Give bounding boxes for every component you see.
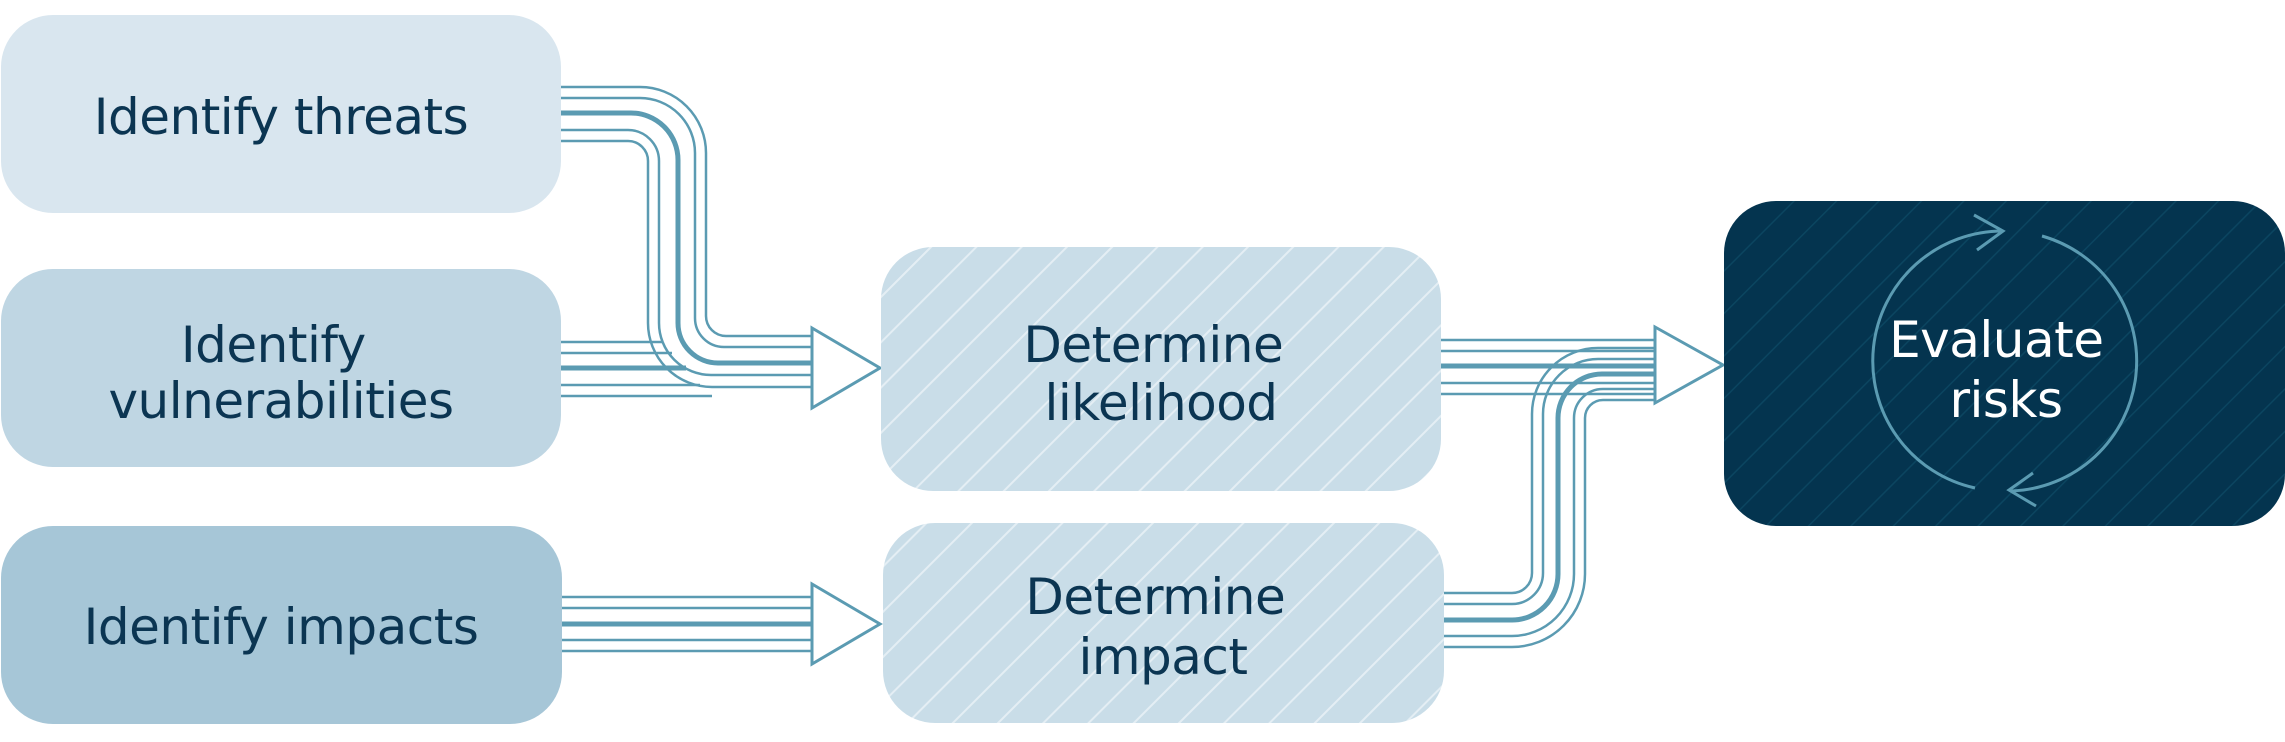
arrowhead-to-evaluate	[1653, 324, 1727, 406]
evaluate-risks-label: Evaluate risks	[1889, 311, 2119, 429]
connector-impact-to-evaluate	[1444, 346, 1655, 649]
connector-likelihood-to-evaluate	[1441, 338, 1655, 396]
determine-likelihood-label: Determine likelihood	[1023, 316, 1298, 432]
connector-vulnerabilities-to-likelihood	[560, 340, 712, 398]
arrowhead-to-likelihood	[810, 325, 883, 411]
determine-likelihood-box: Determine likelihood	[881, 247, 1441, 491]
connector-impacts-to-impact	[562, 595, 812, 653]
determine-impact-box: Determine impact	[883, 523, 1444, 723]
identify-impacts-box: Identify impacts	[1, 526, 562, 724]
arrowhead-to-impact	[810, 581, 883, 667]
determine-impact-label: Determine impact	[1025, 568, 1300, 686]
cycle-arrows-icon	[1871, 213, 2139, 508]
connector-threats-to-likelihood	[560, 85, 812, 389]
evaluate-risks-box: Evaluate risks	[1724, 201, 2285, 526]
identify-vulnerabilities-label: Identify vulnerabilities	[108, 316, 453, 430]
identify-impacts-label: Identify impacts	[84, 598, 479, 656]
identify-threats-box: Identify threats	[1, 15, 561, 213]
identify-threats-label: Identify threats	[94, 88, 468, 146]
identify-vulnerabilities-box: Identify vulnerabilities	[1, 269, 561, 467]
